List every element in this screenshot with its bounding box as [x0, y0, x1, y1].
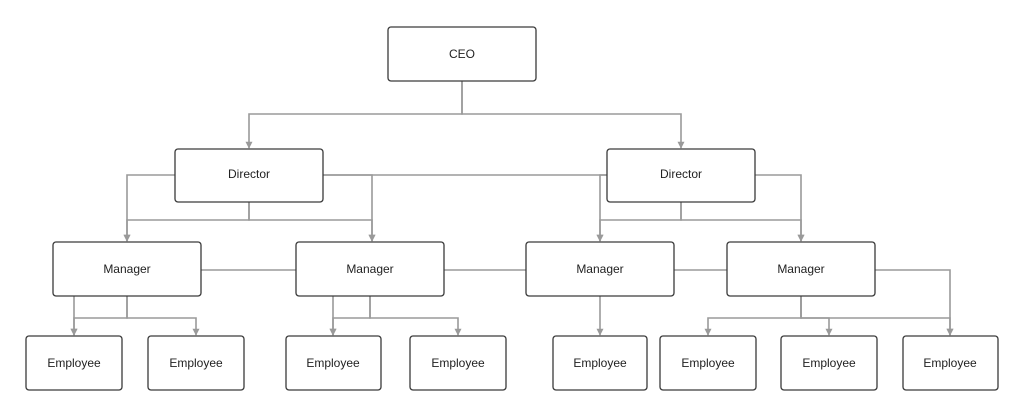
node-box-employee-4	[409, 335, 507, 391]
connector-ceo-director-2	[461, 81, 685, 149]
node-box-director-1	[174, 148, 324, 203]
node-box-employee-7	[780, 335, 878, 391]
connector-manager-4-employee-6	[704, 296, 802, 336]
node-label-employee-5: Employee	[573, 356, 627, 370]
connector-director-2-manager-4-side	[755, 174, 805, 242]
node-employee-8: Employee	[902, 335, 999, 391]
node-manager-3: Manager	[525, 241, 675, 297]
node-manager-2: Manager	[295, 241, 445, 297]
node-label-manager-1: Manager	[103, 262, 150, 276]
node-manager-4: Manager	[726, 241, 876, 297]
node-label-manager-4: Manager	[777, 262, 824, 276]
node-employee-5: Employee	[552, 335, 648, 391]
connector-director-1-manager-1-side	[123, 174, 175, 242]
node-box-employee-1	[25, 335, 123, 391]
node-label-employee-8: Employee	[923, 356, 977, 370]
connector-director-2-manager-3	[596, 202, 682, 242]
connector-layer	[70, 81, 954, 336]
connector-director-1-manager-1	[123, 202, 250, 242]
connector-manager-1-employee-2	[126, 296, 200, 336]
node-director-2: Director	[606, 148, 756, 203]
node-label-employee-1: Employee	[47, 356, 101, 370]
node-label-employee-7: Employee	[802, 356, 856, 370]
node-box-employee-6	[659, 335, 757, 391]
connector-director-2-manager-3-side	[596, 174, 607, 242]
node-label-employee-2: Employee	[169, 356, 223, 370]
node-box-employee-3	[285, 335, 382, 391]
node-box-employee-2	[147, 335, 245, 391]
node-label-ceo: CEO	[449, 47, 475, 61]
connector-director-1-manager-2-side	[323, 174, 376, 242]
node-employee-1: Employee	[25, 335, 123, 391]
connector-manager-4-employee-8	[800, 296, 954, 336]
connector-manager-1-employee-1	[70, 296, 128, 336]
node-employee-4: Employee	[409, 335, 507, 391]
connector-director-2-manager-4	[680, 202, 805, 242]
node-employee-7: Employee	[780, 335, 878, 391]
node-box-manager-1	[52, 241, 202, 297]
node-employee-2: Employee	[147, 335, 245, 391]
node-label-manager-3: Manager	[576, 262, 623, 276]
node-label-manager-2: Manager	[346, 262, 393, 276]
node-employee-6: Employee	[659, 335, 757, 391]
connector-manager-2-employee-3	[329, 296, 371, 336]
connector-ceo-director-1	[245, 81, 463, 149]
node-box-manager-3	[525, 241, 675, 297]
node-box-manager-4	[726, 241, 876, 297]
node-box-employee-8	[902, 335, 999, 391]
connector-manager-2-employee-4	[369, 296, 462, 336]
node-ceo: CEO	[387, 26, 537, 82]
node-box-ceo	[387, 26, 537, 82]
node-label-employee-4: Employee	[431, 356, 485, 370]
node-employee-3: Employee	[285, 335, 382, 391]
connector-manager-4-employee-7	[800, 296, 833, 336]
node-manager-1: Manager	[52, 241, 202, 297]
node-label-employee-3: Employee	[306, 356, 360, 370]
connector-director-1-manager-2	[248, 202, 376, 242]
node-director-1: Director	[174, 148, 324, 203]
node-box-employee-5	[552, 335, 648, 391]
node-label-employee-6: Employee	[681, 356, 735, 370]
node-label-director-2: Director	[660, 167, 702, 181]
node-box-director-2	[606, 148, 756, 203]
node-label-director-1: Director	[228, 167, 270, 181]
node-box-manager-2	[295, 241, 445, 297]
